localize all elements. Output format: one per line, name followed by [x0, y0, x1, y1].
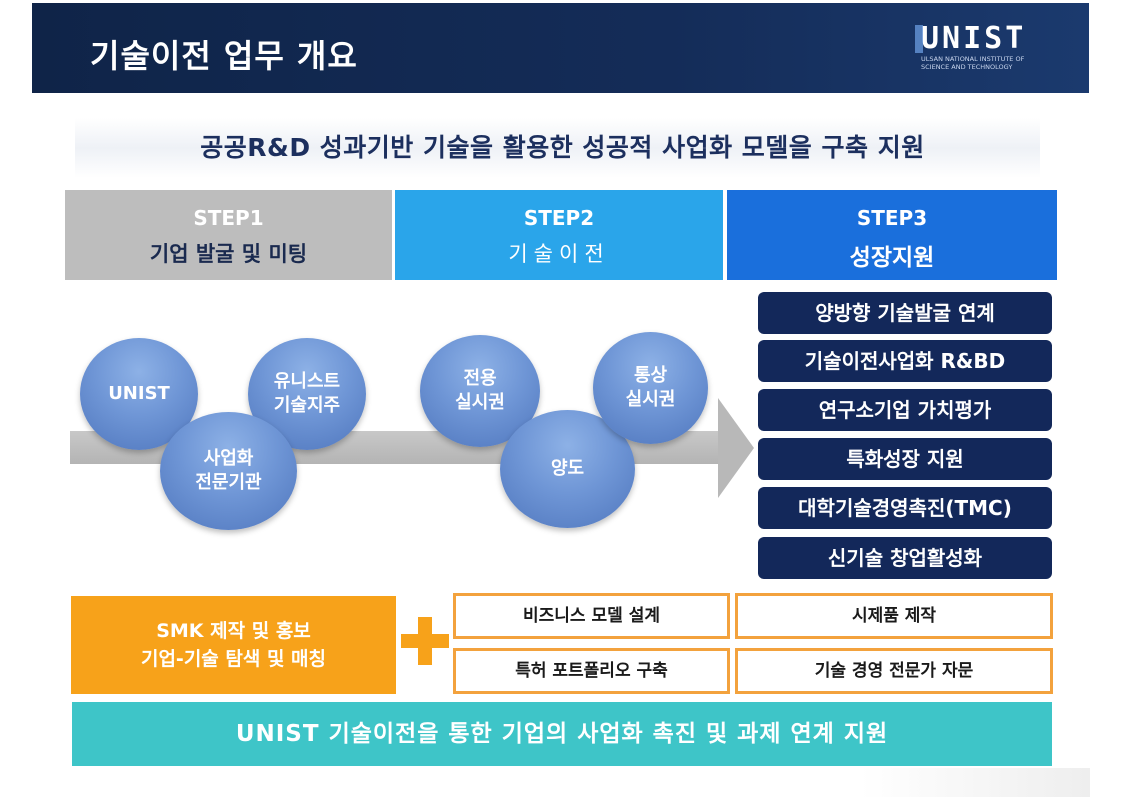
circle-tech-holding: 유니스트 기술지주 — [248, 338, 366, 450]
circle-nonexclusive-line2: 실시권 — [625, 389, 676, 410]
unist-logo: UNIST ULSAN NATIONAL INSTITUTE OF SCIENC… — [915, 21, 1041, 71]
step3-name: 성장지원 — [849, 245, 935, 271]
service-expert-consulting: 기술 경영 전문가 자문 — [735, 648, 1053, 694]
step2-header: STEP2 기술이전 — [395, 190, 723, 280]
step3-header: STEP3 성장지원 — [727, 190, 1057, 280]
circle-tech-holding-line1: 유니스트 — [273, 371, 341, 392]
step3-item-bidirectional-discovery: 양방향 기술발굴 연계 — [758, 292, 1052, 334]
circle-nonexclusive-license: 통상 실시권 — [593, 332, 708, 444]
step3-item-valuation: 연구소기업 가치평가 — [758, 389, 1052, 431]
corner-fade — [860, 768, 1090, 797]
smk-line1: SMK 제작 및 홍보 — [156, 620, 311, 642]
circle-tech-holding-line2: 기술지주 — [273, 395, 341, 416]
circle-exclusive-line2: 실시권 — [455, 392, 505, 413]
process-arrow-head — [718, 398, 754, 498]
subtitle-band — [75, 118, 1040, 178]
step3-number: STEP3 — [856, 206, 928, 230]
step3-item-startup: 신기술 창업활성화 — [758, 537, 1052, 579]
service-prototype: 시제품 제작 — [735, 593, 1053, 639]
bottom-banner: UNIST 기술이전을 통한 기업의 사업화 촉진 및 과제 연계 지원 — [72, 702, 1052, 766]
circle-unist-label: UNIST — [108, 383, 170, 404]
step3-item-specialized-growth: 특화성장 지원 — [758, 438, 1052, 480]
circle-assignment-label: 양도 — [550, 458, 585, 479]
step2-number: STEP2 — [523, 206, 595, 230]
circle-commercialization-agency: 사업화 전문기관 — [160, 412, 297, 530]
page-title: 기술이전 업무 개요 — [90, 37, 358, 75]
header-banner: 기술이전 업무 개요 UNIST ULSAN NATIONAL INSTITUT… — [32, 3, 1089, 93]
subtitle: 공공R&D 성과기반 기술을 활용한 성공적 사업화 모델을 구축 지원 — [200, 133, 925, 162]
smk-line2: 기업-기술 탐색 및 매칭 — [140, 648, 327, 670]
service-business-model: 비즈니스 모델 설계 — [453, 593, 730, 639]
step1-number: STEP1 — [193, 206, 264, 230]
smk-box: SMK 제작 및 홍보 기업-기술 탐색 및 매칭 — [71, 596, 396, 694]
logo-wordmark: UNIST — [921, 21, 1027, 56]
step1-name: 기업 발굴 및 미팅 — [149, 242, 308, 266]
plus-icon-bar — [401, 634, 449, 648]
circle-agency-line2: 전문기관 — [195, 472, 262, 493]
service-patent-portfolio: 특허 포트폴리오 구축 — [453, 648, 730, 694]
circle-exclusive-line1: 전용 — [463, 368, 497, 389]
step2-name: 기술이전 — [508, 242, 610, 266]
logo-mark — [915, 25, 923, 53]
step3-item-commercialization-rbd: 기술이전사업화 R&BD — [758, 340, 1052, 382]
step3-item-tmc: 대학기술경영촉진(TMC) — [758, 487, 1052, 529]
logo-subtext: ULSAN NATIONAL INSTITUTE OF SCIENCE AND … — [921, 55, 1025, 71]
circle-nonexclusive-line1: 통상 — [633, 365, 668, 386]
circle-agency-line1: 사업화 — [203, 448, 254, 469]
step1-header: STEP1 기업 발굴 및 미팅 — [65, 190, 392, 280]
